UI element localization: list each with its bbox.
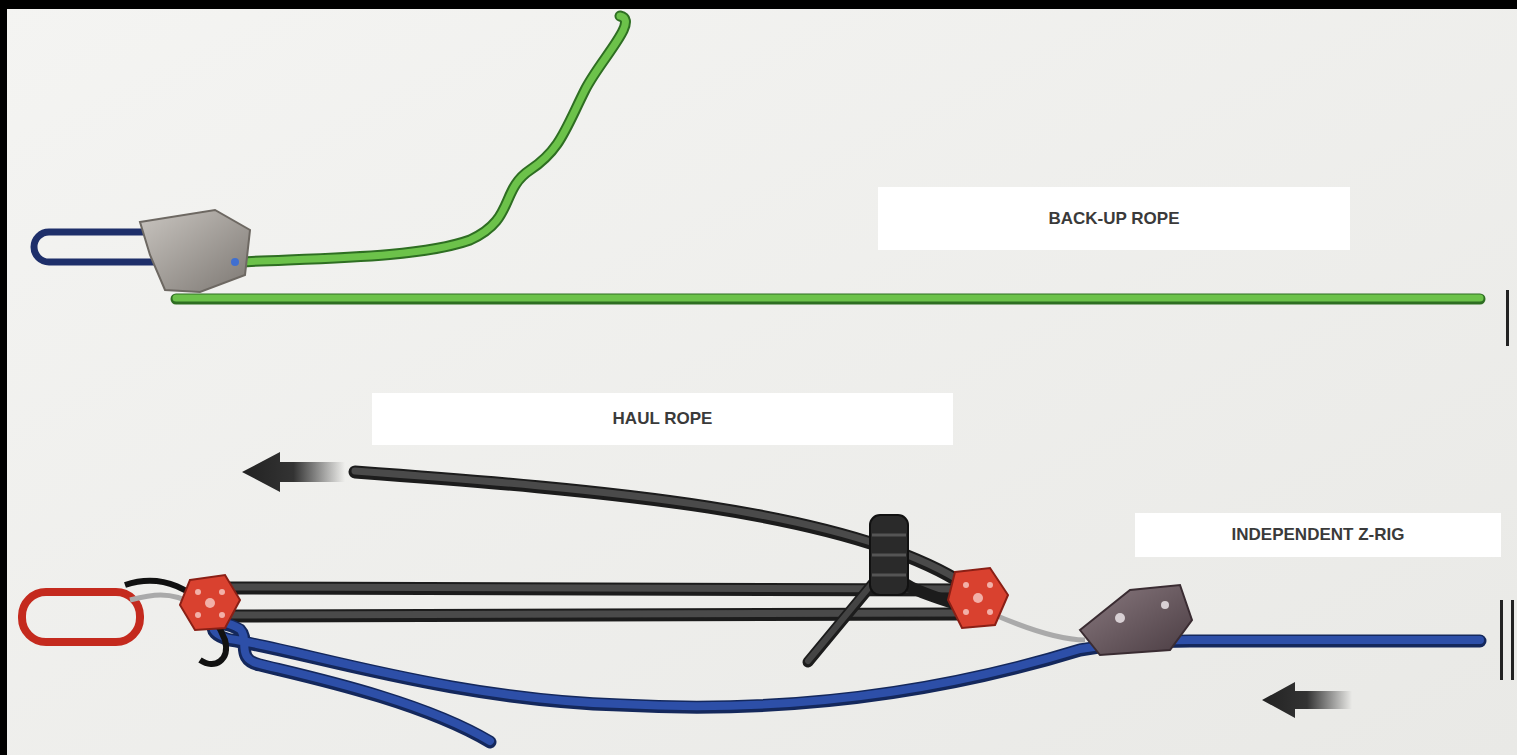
pull-arrows — [242, 452, 1352, 718]
carabiners — [22, 581, 1085, 664]
label-box: INDEPENDENT Z-RIG — [1135, 513, 1501, 557]
prusik-knot — [870, 515, 908, 595]
haul-rope — [215, 471, 975, 662]
rope-label: BACK-UP ROPE — [1049, 209, 1180, 229]
backup-rope — [176, 16, 1480, 299]
rope-label: HAUL ROPE — [613, 409, 713, 429]
backup-device — [34, 210, 250, 292]
rope-grab — [1080, 585, 1192, 655]
rope-label: INDEPENDENT Z-RIG — [1232, 525, 1405, 545]
label-box: HAUL ROPE — [372, 393, 953, 445]
anchor-rope — [213, 623, 1480, 742]
label-box: BACK-UP ROPE — [878, 187, 1350, 250]
pulleys — [180, 568, 1008, 630]
